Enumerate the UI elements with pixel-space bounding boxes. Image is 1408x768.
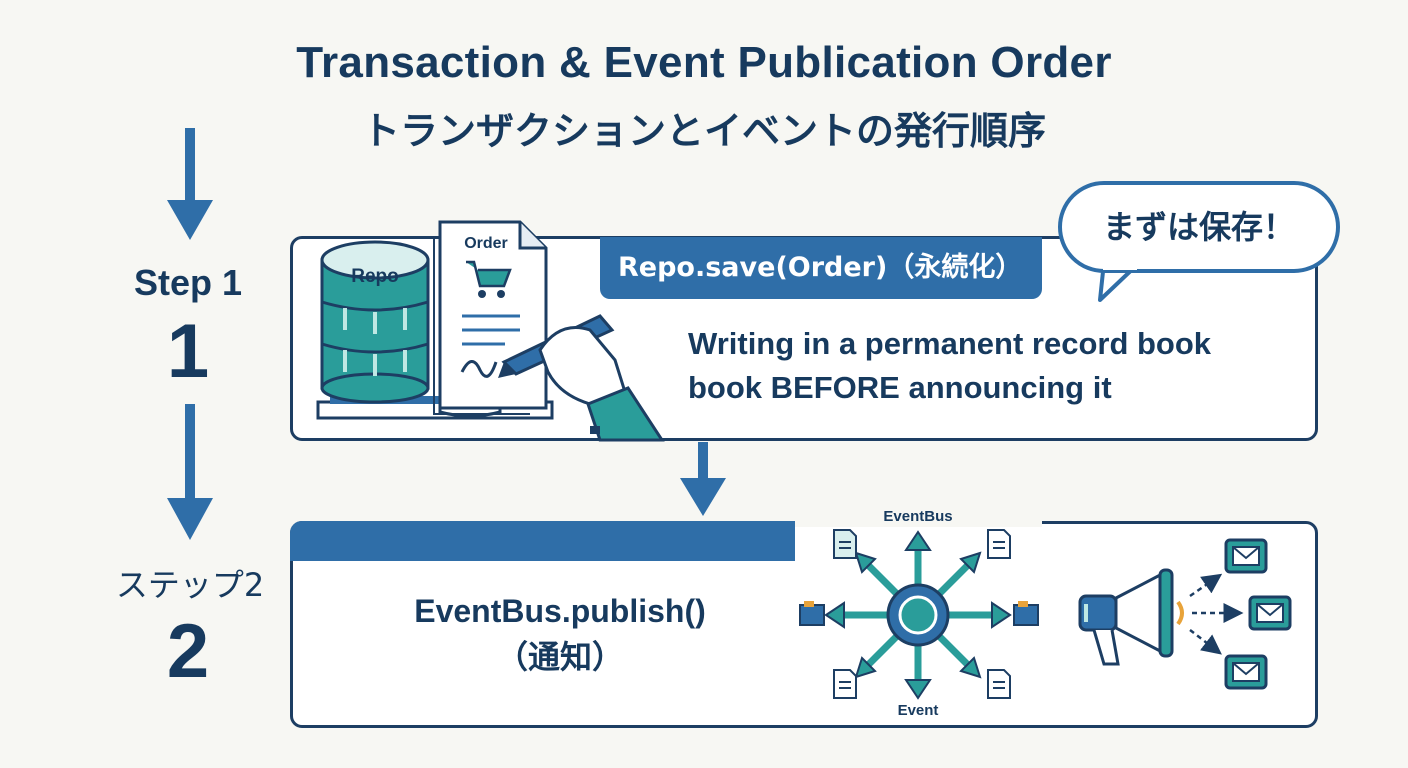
broadcast-arrows: [1189, 573, 1244, 655]
step1-number: 1: [166, 309, 210, 394]
publish-call-line-2: （通知）: [495, 638, 624, 676]
down-arrow-icon: [680, 442, 726, 516]
title-english: Transaction & Event Publication Order: [296, 38, 1112, 87]
step1-description: Writing in a permanent record book book …: [688, 322, 1288, 410]
step1-label: Step 1: [133, 262, 243, 303]
document-icon: [833, 669, 857, 699]
description-line-1: Writing in a permanent record book: [688, 326, 1212, 361]
document-icon: [833, 529, 857, 559]
speech-bubble: まずは保存！: [1058, 181, 1340, 273]
title-japanese: トランザクションとイベントの発行順序: [361, 109, 1046, 153]
step2-number: 2: [166, 609, 210, 694]
hub-arrows: [842, 548, 994, 682]
event-label: Event: [897, 702, 939, 719]
down-arrow-icon: [167, 128, 213, 240]
eventbus-label: EventBus: [883, 508, 953, 525]
step2-header-bar: [290, 521, 795, 561]
down-arrow-icon: [167, 404, 213, 540]
database-icon: [320, 240, 430, 404]
step2-label: ステップ2: [115, 566, 265, 604]
hub-icon: [886, 583, 950, 647]
order-label: Order: [464, 235, 508, 252]
publish-call: EventBus.publish() （通知）: [300, 588, 820, 680]
document-icon: [987, 669, 1011, 699]
pen-hand-icon: [498, 314, 665, 442]
description-line-2: book BEFORE announcing it: [688, 370, 1112, 405]
step2-border-gap: [795, 517, 1042, 527]
shopping-cart-icon: [466, 260, 512, 298]
publish-call-line-1: EventBus.publish(): [414, 593, 706, 629]
repo-label: Repo: [351, 266, 399, 287]
megaphone-icon: [1078, 568, 1184, 666]
mail-icon: [1224, 654, 1268, 690]
mail-icon: [1248, 595, 1292, 631]
document-icon: [987, 529, 1011, 559]
folder-icon: [799, 601, 825, 626]
repo-save-call: Repo.save(Order)（永続化）: [600, 237, 1042, 299]
folder-icon: [1013, 601, 1039, 626]
hub-arrowheads: [824, 530, 1012, 700]
mail-icon: [1224, 538, 1268, 574]
